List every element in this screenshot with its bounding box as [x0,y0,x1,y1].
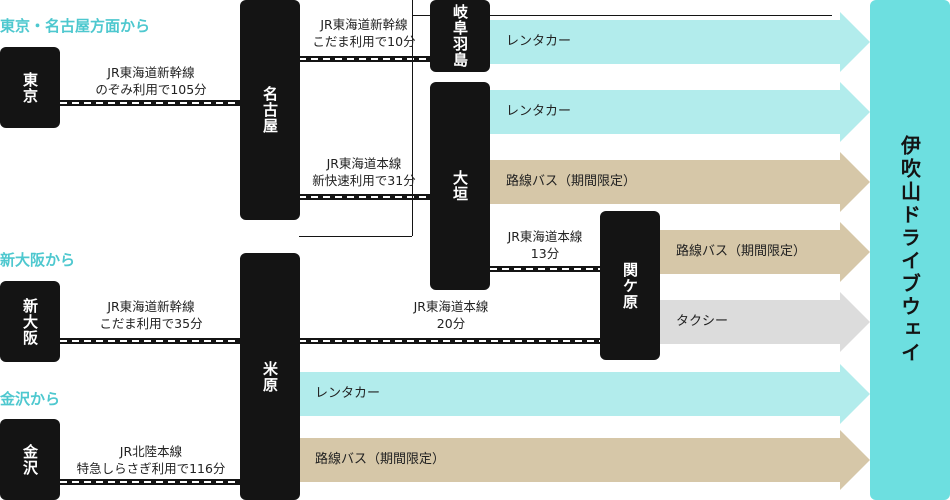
line-name: JR東海道本線 [326,156,402,171]
connector-vertical [412,0,413,236]
route-label-maibara-sekigahara: JR東海道本線 20分 [414,298,489,332]
arrow-sekigahara-bus: 路線バス（期間限定） [660,222,870,282]
route-label-ogaki-sekigahara: JR東海道本線 13分 [508,228,583,262]
region-label-tokyo-nagoya: 東京・名古屋方面から [0,17,151,35]
transport-label: レンタカー [315,386,381,401]
arrow-gifuhashima-rental-car: レンタカー [490,12,870,72]
arrow-body [299,372,840,416]
arrow-head [840,292,870,352]
line-name: JR東海道本線 [507,229,583,244]
station-maibara: 米原 [240,253,300,500]
transport-label: 路線バス（期間限定） [676,244,807,259]
arrow-body [660,300,840,344]
travel-time: こだま利用で35分 [99,316,203,331]
connector-bottom [299,236,412,237]
travel-time: 新快速利用で31分 [312,173,416,188]
rail-nagoya-ogaki [299,194,430,200]
connector-top [412,15,832,16]
arrow-body [490,160,840,204]
travel-time: 特急しらさぎ利用で116分 [76,461,226,476]
route-label-nagoya-gifuhashima: JR東海道新幹線 こだま利用で10分 [312,16,415,50]
arrow-body [660,230,840,274]
rail-maibara-sekigahara [299,338,601,344]
arrow-head [840,12,870,72]
rail-nagoya-gifuhashima [299,56,430,62]
station-ogaki: 大垣 [430,82,490,290]
line-name: JR東海道本線 [413,299,489,314]
rail-kanazawa-maibara [60,479,242,485]
arrow-sekigahara-taxi: タクシー [660,292,870,352]
route-label-kanazawa-maibara: JR北陸本線 特急しらさぎ利用で116分 [77,443,226,477]
region-label-kanazawa: 金沢から [0,390,61,408]
travel-time: 20分 [436,316,466,331]
arrow-head [840,430,870,490]
transport-label: レンタカー [506,34,572,49]
route-label-shinosaka-maibara: JR東海道新幹線 こだま利用で35分 [99,298,202,332]
transport-label: タクシー [676,314,729,329]
arrow-body [490,20,840,64]
arrow-body [299,438,840,482]
arrow-body [490,90,840,134]
station-shin-osaka: 新大阪 [0,281,60,362]
arrow-maibara-bus: 路線バス（期間限定） [299,430,870,490]
station-gifu-hashima: 岐阜羽島 [430,0,490,72]
region-label-shin-osaka: 新大阪から [0,251,76,269]
rail-tokyo-nagoya [60,100,242,106]
travel-time: こだま利用で10分 [312,34,416,49]
station-kanazawa: 金沢 [0,419,60,500]
transport-label: 路線バス（期間限定） [315,452,446,467]
arrow-maibara-rental-car: レンタカー [299,364,870,424]
line-name: JR北陸本線 [119,444,183,459]
route-label-nagoya-ogaki: JR東海道本線 新快速利用で31分 [312,155,415,189]
arrow-head [840,364,870,424]
station-tokyo: 東京 [0,47,60,128]
transport-label: レンタカー [506,104,572,119]
station-nagoya: 名古屋 [240,0,300,220]
rail-shinosaka-maibara [60,338,242,344]
destination-ibukiyama-driveway: 伊吹山ドライブウェイ [870,0,950,500]
rail-ogaki-sekigahara [490,266,601,272]
transport-label: 路線バス（期間限定） [506,174,637,189]
line-name: JR東海道新幹線 [107,65,195,80]
arrow-head [840,82,870,142]
line-name: JR東海道新幹線 [320,17,408,32]
route-label-tokyo-nagoya: JR東海道新幹線 のぞみ利用で105分 [95,64,206,98]
arrow-head [840,152,870,212]
arrow-ogaki-bus: 路線バス（期間限定） [490,152,870,212]
line-name: JR東海道新幹線 [107,299,195,314]
station-sekigahara: 関ケ原 [600,211,660,360]
travel-time: のぞみ利用で105分 [95,82,207,97]
travel-time: 13分 [530,246,560,261]
arrow-head [840,222,870,282]
arrow-ogaki-rental-car: レンタカー [490,82,870,142]
